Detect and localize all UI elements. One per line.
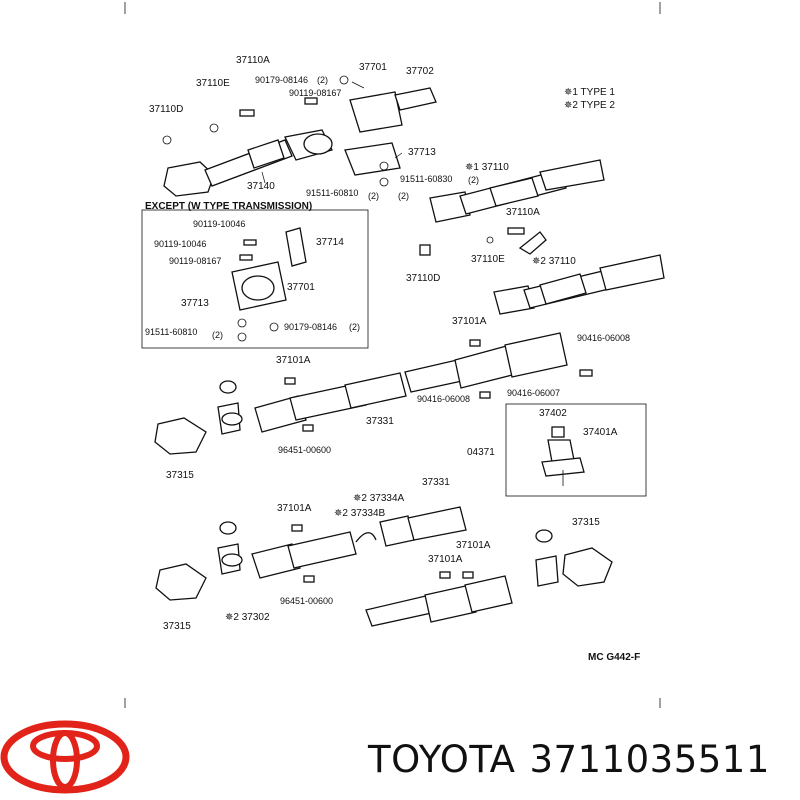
label: 37331 [422,477,450,488]
legend: ✵1 TYPE 1 ✵2 TYPE 2 [564,87,615,111]
label: 37713 [181,298,209,309]
label: 90416-06008 [417,394,470,404]
label: 96451-00600 [280,596,333,606]
label: 37101A [277,503,312,514]
label: 90119-08167 [169,256,221,266]
label: 37101A [428,554,463,565]
label: 37714 [316,237,344,248]
label: 04371 [467,447,495,458]
label: 37701 [359,62,387,73]
label: 90119-08167 [289,88,341,98]
label: 37101A [456,540,491,551]
label: ✵2 37110 [532,256,576,267]
middle-shaft [154,332,593,455]
label: 91511-60810 [145,327,197,337]
type1-shaft [419,159,605,256]
top-shaft-assembly [162,75,437,197]
brand-title: TOYOTA 3711035511 [368,738,784,781]
label: 37702 [406,66,434,77]
label: 37401A [583,427,618,438]
label: ✵2 37334A [353,493,405,504]
part-labels: 37110A 37701 37702 37110E 90179-08146 (2… [145,55,640,663]
diagram-code: MC G442-F [588,652,640,663]
label: 90179-08146 [284,322,337,332]
label: 37315 [166,470,194,481]
label: 37110A [236,55,270,66]
inset-center-bearing: EXCEPT (W TYPE TRANSMISSION) [141,201,369,349]
parts-diagram: ✵1 TYPE 1 ✵2 TYPE 2 EXCEPT (W TYPE TRANS… [124,2,665,708]
label: ✵1 37110 [465,162,509,173]
frame-marks [124,2,661,708]
label: (2) [468,175,479,185]
label: 90119-10046 [154,239,206,249]
svg-text:✵2 TYPE 2: ✵2 TYPE 2 [564,100,615,111]
label: (2) [317,75,328,85]
toyota-logo-icon [0,720,130,794]
label: 37110D [149,104,183,115]
label: ✵2 37334B [334,508,386,519]
lower-shaft [155,506,613,627]
label: 37110E [471,254,505,265]
part-number: 3711035511 [529,738,770,781]
label: (2) [212,330,223,340]
label: 90416-06008 [577,333,630,343]
label: 37701 [287,282,315,293]
label: (2) [398,191,409,201]
label: 37110E [196,78,230,89]
inset-title: EXCEPT (W TYPE TRANSMISSION) [145,201,312,212]
label: 91511-60830 [400,174,452,184]
label: 37402 [539,408,567,419]
label: 37101A [452,316,487,327]
brand-name: TOYOTA [368,738,516,781]
svg-text:✵1 TYPE 1: ✵1 TYPE 1 [564,87,615,98]
label: 91511-60810 [306,188,358,198]
label: 37315 [163,621,191,632]
label: (2) [349,322,360,332]
label: ✵2 37302 [225,612,270,623]
label: 37713 [408,147,436,158]
label: 37101A [276,355,311,366]
label: 37315 [572,517,600,528]
label: 96451-00600 [278,445,331,455]
label: 37110D [406,273,440,284]
label: 90179-08146 [255,75,308,85]
label: 90119-10046 [193,219,245,229]
label: (2) [368,191,379,201]
label: 37331 [366,416,394,427]
inset-universal-joint [505,403,647,497]
label: 90416-06007 [507,388,560,398]
label: 37140 [247,181,275,192]
type2-shaft [493,254,665,315]
label: 37110A [506,207,540,218]
